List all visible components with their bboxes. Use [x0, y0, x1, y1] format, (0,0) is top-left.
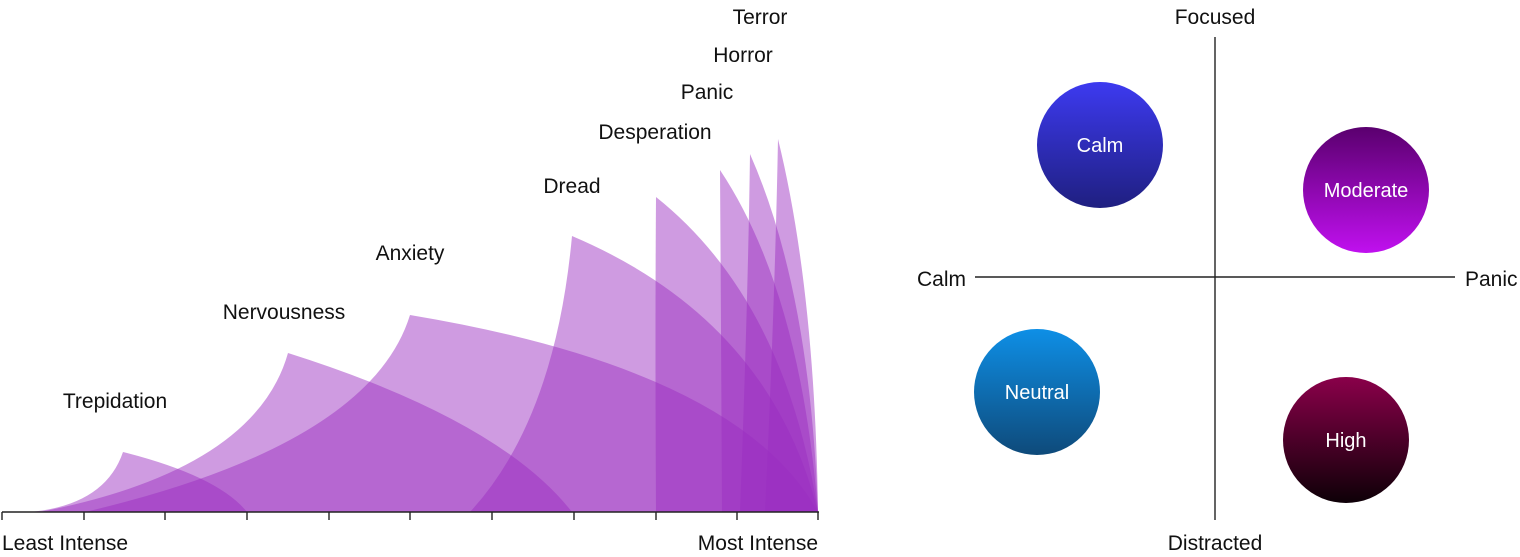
level-label-anxiety: Anxiety — [376, 242, 445, 265]
level-label-desperation: Desperation — [598, 121, 711, 144]
node-high-circle — [1283, 377, 1409, 503]
axis-label-focused: Focused — [1175, 6, 1256, 29]
state-quadrant: Focused Distracted Calm Panic Calm Moder… — [917, 6, 1518, 555]
node-moderate-label: Moderate — [1324, 180, 1409, 202]
node-neutral: Neutral — [974, 329, 1100, 455]
level-label-terror: Terror — [733, 6, 788, 29]
level-label-horror: Horror — [713, 44, 773, 67]
node-high: High — [1283, 377, 1409, 503]
level-label-trepidation: Trepidation — [63, 390, 167, 413]
intensity-waves — [30, 139, 818, 512]
level-label-dread: Dread — [543, 175, 600, 198]
node-moderate-circle — [1303, 127, 1429, 253]
wave-dread — [470, 236, 818, 512]
axis-label-most-intense: Most Intense — [698, 532, 818, 555]
level-label-nervousness: Nervousness — [223, 301, 346, 324]
axis-label-least-intense: Least Intense — [2, 532, 128, 555]
axis-label-distracted: Distracted — [1168, 532, 1263, 555]
node-calm: Calm — [1037, 82, 1163, 208]
node-neutral-label: Neutral — [1005, 382, 1069, 404]
node-neutral-circle — [974, 329, 1100, 455]
wave-nervousness — [40, 353, 572, 512]
intensity-level-labels: Trepidation Nervousness Anxiety Dread De… — [63, 6, 788, 413]
axis-label-calm: Calm — [917, 268, 966, 291]
node-calm-label: Calm — [1077, 135, 1124, 157]
wave-horror — [740, 154, 818, 512]
level-label-panic: Panic — [681, 81, 734, 104]
wave-trepidation — [30, 452, 247, 512]
node-calm-circle — [1037, 82, 1163, 208]
node-high-label: High — [1325, 430, 1366, 452]
axis-label-panic: Panic — [1465, 268, 1518, 291]
wave-terror — [765, 139, 818, 512]
node-moderate: Moderate — [1303, 127, 1429, 253]
wave-anxiety — [85, 315, 818, 512]
wave-panic — [720, 170, 818, 512]
intensity-scale: Least Intense Most Intense Trepidation N… — [1, 6, 819, 555]
intensity-axis-ticks — [1, 512, 819, 520]
wave-desperation — [655, 197, 818, 512]
